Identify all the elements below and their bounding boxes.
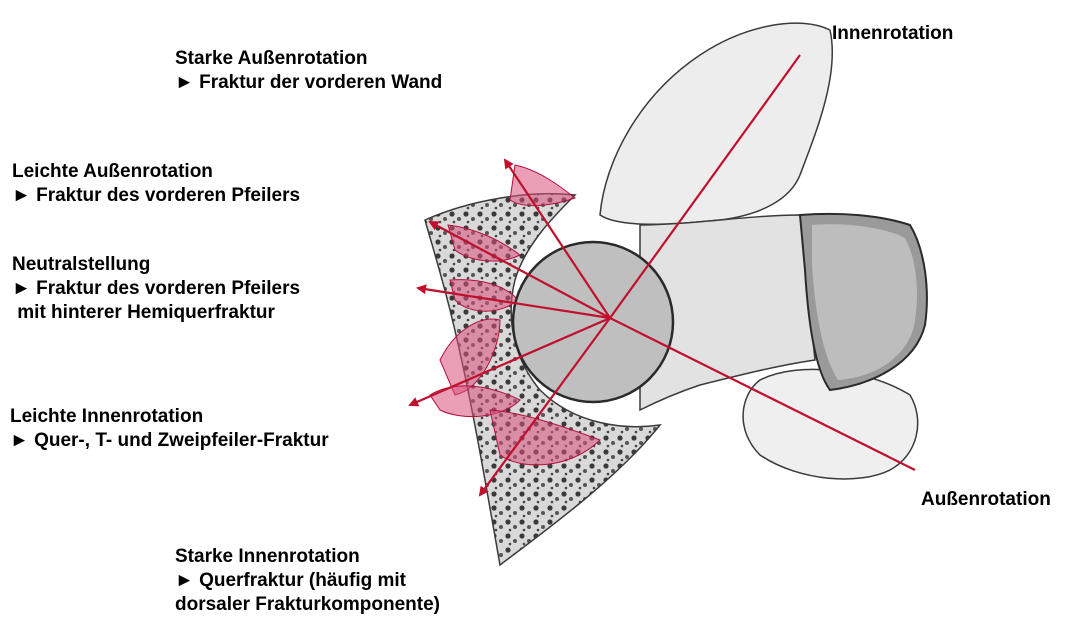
neutral-line2: mit hinterer Hemiquerfraktur	[12, 301, 300, 325]
strong-external-line1: ► Fraktur der vorderen Wand	[175, 71, 442, 95]
mild-external-title: Leichte Außenrotation	[12, 160, 300, 184]
mild-internal-line1: ► Quer-, T- und Zweipfeiler-Fraktur	[10, 429, 329, 453]
greater-trochanter	[600, 23, 832, 224]
label-strong-internal: Starke Innenrotation ► Querfraktur (häuf…	[175, 545, 440, 617]
label-mild-internal: Leichte Innenrotation ► Quer-, T- und Zw…	[10, 405, 329, 453]
strong-internal-title: Starke Innenrotation	[175, 545, 440, 569]
label-neutral: Neutralstellung ► Fraktur des vorderen P…	[12, 253, 300, 325]
label-strong-external: Starke Außenrotation ► Fraktur der vorde…	[175, 47, 442, 95]
innenrotation-text: Innenrotation	[832, 22, 953, 46]
femoral-head	[513, 242, 673, 402]
label-aussenrotation: Außenrotation	[921, 488, 1051, 512]
label-mild-external: Leichte Außenrotation ► Fraktur des vord…	[12, 160, 300, 208]
label-innenrotation: Innenrotation	[832, 22, 953, 46]
strong-external-title: Starke Außenrotation	[175, 47, 442, 71]
aussenrotation-text: Außenrotation	[921, 488, 1051, 512]
strong-internal-line2: dorsaler Frakturkomponente)	[175, 593, 440, 617]
neutral-title: Neutralstellung	[12, 253, 300, 277]
mild-internal-title: Leichte Innenrotation	[10, 405, 329, 429]
neutral-line1: ► Fraktur des vorderen Pfeilers	[12, 277, 300, 301]
strong-internal-line1: ► Querfraktur (häufig mit	[175, 569, 440, 593]
mild-external-line1: ► Fraktur des vorderen Pfeilers	[12, 184, 300, 208]
